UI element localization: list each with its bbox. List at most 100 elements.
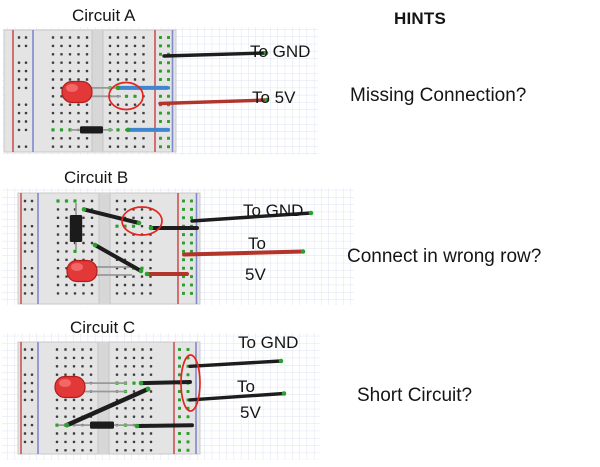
hole (125, 61, 128, 64)
hole (132, 440, 136, 444)
rail-hole-connected (159, 94, 162, 98)
hole (55, 415, 59, 418)
led-body (66, 259, 98, 283)
hole (133, 44, 137, 48)
hole (72, 373, 76, 376)
wire-end-connector (136, 220, 142, 226)
hole (77, 36, 80, 39)
hole (65, 250, 68, 253)
rail-hole-connected (186, 432, 190, 435)
hole (132, 283, 135, 287)
hole (124, 449, 127, 452)
hole (60, 111, 63, 115)
hole (60, 53, 63, 56)
hole (56, 283, 60, 287)
hole (72, 407, 76, 410)
hole (51, 103, 55, 106)
rail-hole (17, 36, 21, 39)
hole (55, 365, 59, 368)
hole (68, 103, 72, 106)
hole (85, 53, 89, 56)
rail-hole-connected (182, 216, 185, 220)
rail-hole (24, 86, 28, 90)
hole (77, 137, 80, 140)
hole (82, 225, 85, 228)
hole (125, 145, 128, 148)
hole (65, 233, 68, 236)
hole (124, 365, 127, 368)
resistor-a (70, 126, 113, 134)
hole (68, 111, 72, 115)
hole (55, 449, 59, 452)
hole (56, 275, 60, 278)
hole (68, 53, 72, 56)
rail-hole (23, 283, 27, 287)
hole (115, 440, 119, 444)
rail-hole (23, 390, 27, 393)
hole (141, 373, 144, 376)
hole (115, 275, 119, 278)
hole (124, 440, 127, 444)
hole (123, 233, 127, 236)
rail-hole (23, 398, 27, 402)
hole (149, 199, 152, 203)
hole (132, 373, 136, 376)
hole (115, 449, 119, 452)
hole (108, 36, 112, 39)
rail-hole-connected (159, 44, 162, 48)
hole (90, 216, 94, 219)
rail-hole (23, 233, 27, 236)
rail-hole (17, 145, 21, 148)
hole (124, 415, 127, 418)
hole (132, 432, 136, 435)
annotation-oval-c (180, 354, 201, 412)
hints-header: HINTS (394, 9, 446, 28)
hole (77, 53, 80, 56)
hole (64, 373, 67, 376)
hole (142, 44, 145, 48)
hole (123, 283, 127, 287)
hole (82, 241, 85, 245)
hole (65, 241, 68, 245)
hole (140, 241, 144, 245)
rail-hole (17, 86, 21, 90)
hole (149, 267, 152, 270)
hole-connected (56, 199, 60, 203)
hole (51, 137, 55, 140)
hole (56, 267, 60, 270)
hole (51, 36, 55, 39)
hole (72, 348, 76, 351)
rail-hole (30, 398, 34, 402)
hole (82, 250, 85, 253)
hole (115, 283, 119, 287)
hole (77, 78, 80, 81)
rail-hole-connected (186, 348, 190, 351)
hole (89, 398, 93, 402)
wire-end-connector (115, 85, 121, 91)
hole (81, 373, 84, 376)
hole (85, 44, 89, 48)
rail-hole-connected (182, 283, 185, 287)
hole (56, 208, 60, 211)
rail-hole (23, 275, 27, 278)
hole (149, 415, 153, 418)
circuit-b-5v-label-line1: To (248, 234, 266, 253)
hole (82, 216, 85, 219)
hole (81, 449, 84, 452)
hole (68, 44, 72, 48)
rail-hole-connected (182, 291, 185, 295)
rail-hole (17, 128, 21, 132)
hole (149, 440, 153, 444)
rail-hole-connected (186, 415, 190, 419)
hole (85, 111, 89, 115)
rail-hole-connected (186, 440, 190, 444)
hole (124, 407, 127, 410)
hole (51, 61, 55, 64)
rail-hole (17, 78, 21, 81)
led-body (61, 80, 93, 104)
hole (51, 86, 55, 90)
hole (89, 373, 93, 376)
hole (141, 365, 144, 368)
rail-hole-connected (178, 373, 181, 377)
rail-hole-connected (190, 258, 193, 262)
